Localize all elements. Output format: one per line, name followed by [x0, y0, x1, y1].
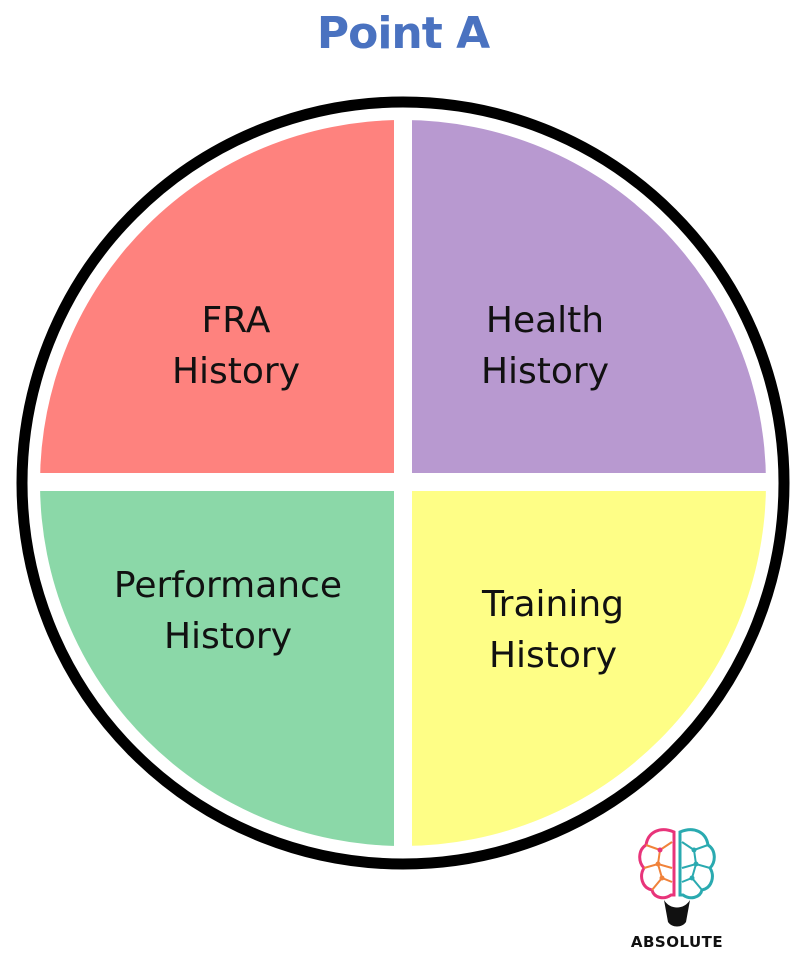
- fra-history-label-line2: History: [172, 351, 300, 392]
- performance-history-label-line2: History: [164, 616, 292, 657]
- performance-history-label-line1: Performance: [114, 565, 342, 606]
- training-history-label-line1: Training: [481, 584, 624, 625]
- fra-history-label-line1: FRA: [202, 300, 271, 341]
- absolute-logo: ABSOLUTE: [631, 828, 723, 951]
- page-title: Point A: [316, 8, 490, 59]
- health-history-label-line1: Health: [486, 300, 604, 341]
- health-history-label-line2: History: [481, 351, 609, 392]
- brain-icon: [638, 828, 716, 927]
- outer-ring: [16, 96, 790, 870]
- training-history-label-line2: History: [489, 635, 617, 676]
- logo-text: ABSOLUTE: [631, 933, 723, 951]
